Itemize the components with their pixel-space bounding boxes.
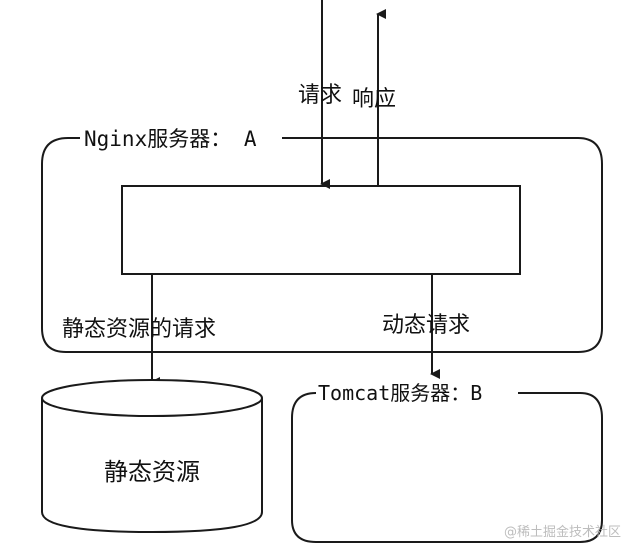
nginx-inner-box bbox=[121, 185, 521, 275]
request-label: 请求 bbox=[298, 83, 342, 108]
static-resources-label: 静态资源 bbox=[104, 458, 200, 486]
tomcat-server-box bbox=[291, 392, 603, 543]
static-resources-database bbox=[41, 379, 263, 534]
response-label: 响应 bbox=[352, 87, 396, 112]
nginx-server-label: Nginx服务器： A bbox=[84, 127, 257, 151]
static-request-label: 静态资源的请求 bbox=[62, 317, 216, 342]
nginx-server-box bbox=[41, 137, 603, 353]
watermark: @稀土掘金技术社区 bbox=[504, 524, 621, 540]
tomcat-server-label: Tomcat服务器：B bbox=[318, 381, 482, 405]
dynamic-request-label: 动态请求 bbox=[382, 313, 470, 338]
